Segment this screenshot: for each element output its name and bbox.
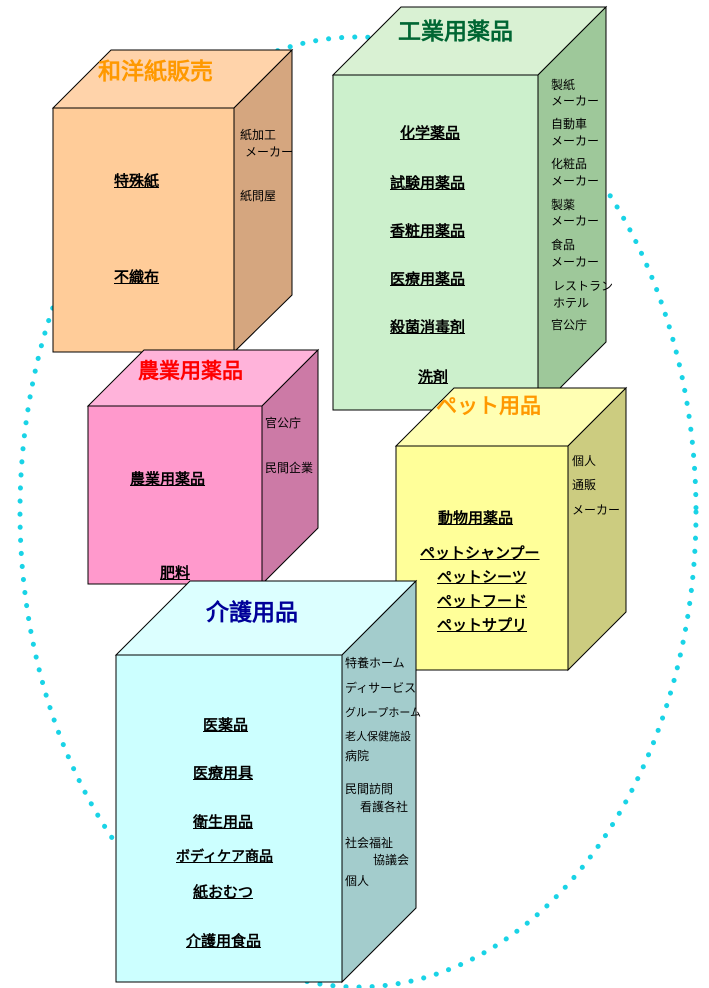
- box-nogyo-shape: [86, 348, 320, 586]
- kogyo-customer-2: メーカー: [551, 94, 600, 108]
- pet-customer-1: 個人: [572, 454, 597, 468]
- kaigo-product-3: 衛生用品: [193, 813, 254, 831]
- kogyo-product-2: 試験用薬品: [390, 174, 466, 192]
- kaigo-product-5: 紙おむつ: [193, 883, 254, 901]
- pet-product-2: ペットシャンプー: [420, 544, 540, 562]
- pet-product-4: ペットフード: [437, 592, 528, 610]
- pet-title: ペット用品: [436, 394, 541, 418]
- kogyo-customer-5: 化粧品: [551, 157, 588, 171]
- kogyo-product-1: 化学薬品: [400, 124, 461, 142]
- kaigo-customer-2: ディサービス: [345, 681, 417, 695]
- kogyo-customer-10: メーカー: [551, 255, 600, 269]
- kaigo-customer-7: 看護各社: [360, 800, 409, 814]
- kogyo-product-6: 洗剤: [418, 368, 449, 386]
- kaigo-customer-4: 老人保健施設: [345, 730, 411, 743]
- nogyo-customer-1: 官公庁: [265, 416, 302, 430]
- kogyo-product-3: 香粧用薬品: [390, 222, 466, 240]
- kaigo-customer-1: 特養ホーム: [345, 656, 405, 670]
- washi-customer-2: メーカー: [245, 145, 294, 159]
- kogyo-customer-12: ホテル: [553, 296, 590, 310]
- pet-customer-3: メーカー: [572, 503, 621, 517]
- box-kaigo-shape: [114, 579, 418, 984]
- kaigo-product-4: ボディケア商品: [176, 849, 274, 865]
- nogyo-product-2: 肥料: [160, 564, 191, 582]
- kaigo-customer-5: 病院: [345, 749, 370, 763]
- box-kogyo-shape: [331, 5, 608, 412]
- kaigo-customer-10: 個人: [345, 874, 370, 888]
- kaigo-product-6: 介護用食品: [186, 932, 262, 950]
- kogyo-customer-9: 食品: [551, 238, 576, 252]
- kogyo-customer-11: レストラン: [553, 279, 614, 293]
- washi-product-1: 特殊紙: [114, 172, 160, 190]
- box-washi-shape: [51, 48, 294, 354]
- pet-product-5: ペットサプリ: [437, 616, 528, 634]
- kaigo-customer-3: グループホーム: [345, 706, 422, 719]
- washi-title: 和洋紙販売: [98, 59, 213, 85]
- kaigo-customer-6: 民間訪問: [345, 782, 394, 796]
- box-pet-shape: [394, 386, 628, 672]
- washi-product-2: 不織布: [114, 268, 160, 286]
- kaigo-customer-9: 協議会: [373, 853, 410, 867]
- kogyo-customer-13: 官公庁: [551, 318, 588, 332]
- kogyo-product-4: 医療用薬品: [390, 270, 466, 288]
- kaigo-product-2: 医療用具: [193, 764, 254, 782]
- kogyo-customer-8: メーカー: [551, 214, 600, 228]
- kogyo-customer-3: 自動車: [551, 117, 588, 131]
- kaigo-title: 介護用品: [206, 600, 298, 626]
- pet-product-3: ペットシーツ: [437, 568, 527, 586]
- washi-customer-1: 紙加工: [240, 128, 277, 142]
- dotted-circle: [17, 34, 699, 988]
- kogyo-customer-1: 製紙: [551, 78, 576, 92]
- nogyo-product-1: 農業用薬品: [130, 470, 206, 488]
- pet-customer-2: 通販: [572, 478, 597, 492]
- kogyo-product-5: 殺菌消毒剤: [390, 318, 466, 336]
- kaigo-customer-8: 社会福祉: [345, 836, 394, 850]
- washi-customer-3: 紙問屋: [240, 189, 277, 203]
- pet-product-1: 動物用薬品: [438, 509, 514, 527]
- kogyo-customer-7: 製薬: [551, 198, 576, 212]
- nogyo-customer-2: 民間企業: [265, 461, 314, 475]
- kogyo-customer-4: メーカー: [551, 134, 600, 148]
- kogyo-title: 工業用薬品: [398, 19, 513, 45]
- nogyo-title: 農業用薬品: [138, 359, 243, 383]
- kogyo-customer-6: メーカー: [551, 174, 600, 188]
- kaigo-product-1: 医薬品: [203, 716, 249, 734]
